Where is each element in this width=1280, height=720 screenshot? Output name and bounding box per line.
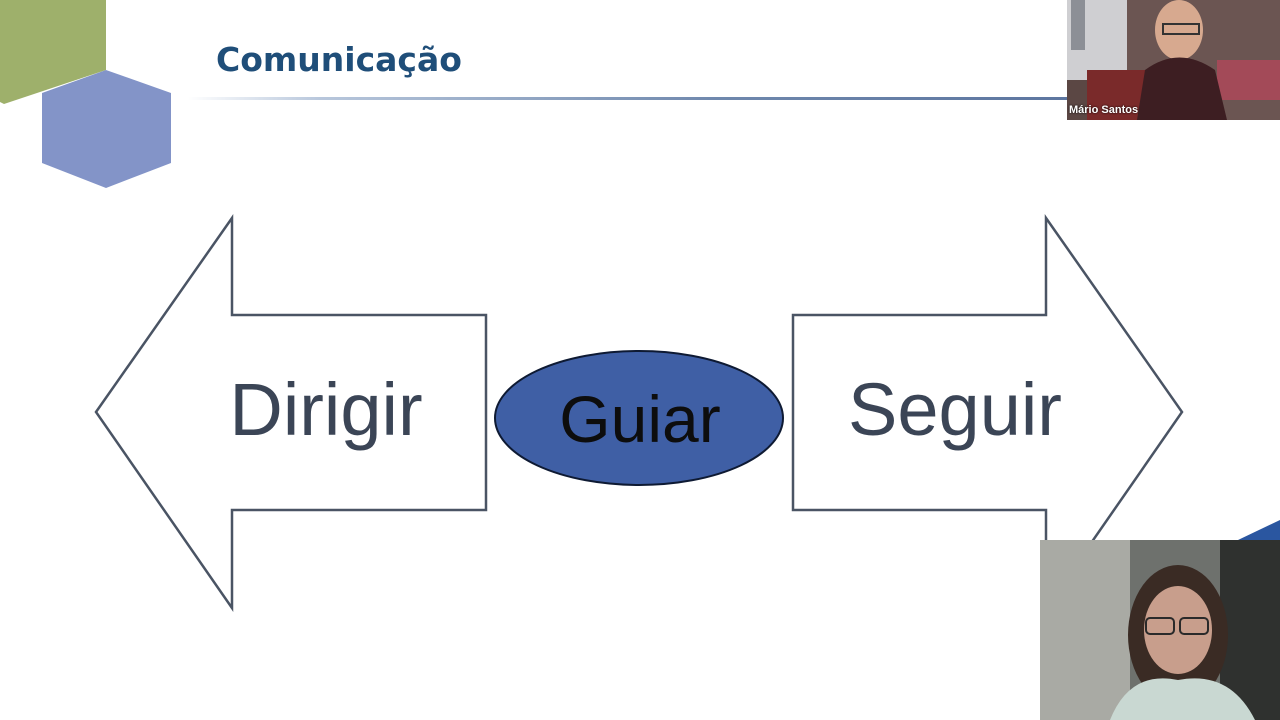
title-divider <box>188 97 1068 100</box>
right-arrow <box>791 214 1184 612</box>
left-arrow <box>94 214 488 612</box>
corner-accent-shape <box>1238 520 1280 540</box>
participant-video-feed <box>1040 540 1280 720</box>
participant-name: Mário Santos <box>1069 104 1139 116</box>
center-ellipse <box>494 350 784 486</box>
blue-hexagon-shape <box>42 70 171 188</box>
green-hexagon-shape <box>0 0 106 104</box>
center-label: Guiar <box>559 382 720 456</box>
slide-title: Comunicação <box>216 40 462 79</box>
left-arrow-label: Dirigir <box>229 368 422 451</box>
participant-video-feed <box>1067 0 1280 120</box>
participant-video-tile[interactable] <box>1040 540 1280 720</box>
participant-video-tile[interactable]: Mário Santos <box>1067 0 1280 120</box>
right-arrow-label: Seguir <box>848 368 1062 451</box>
